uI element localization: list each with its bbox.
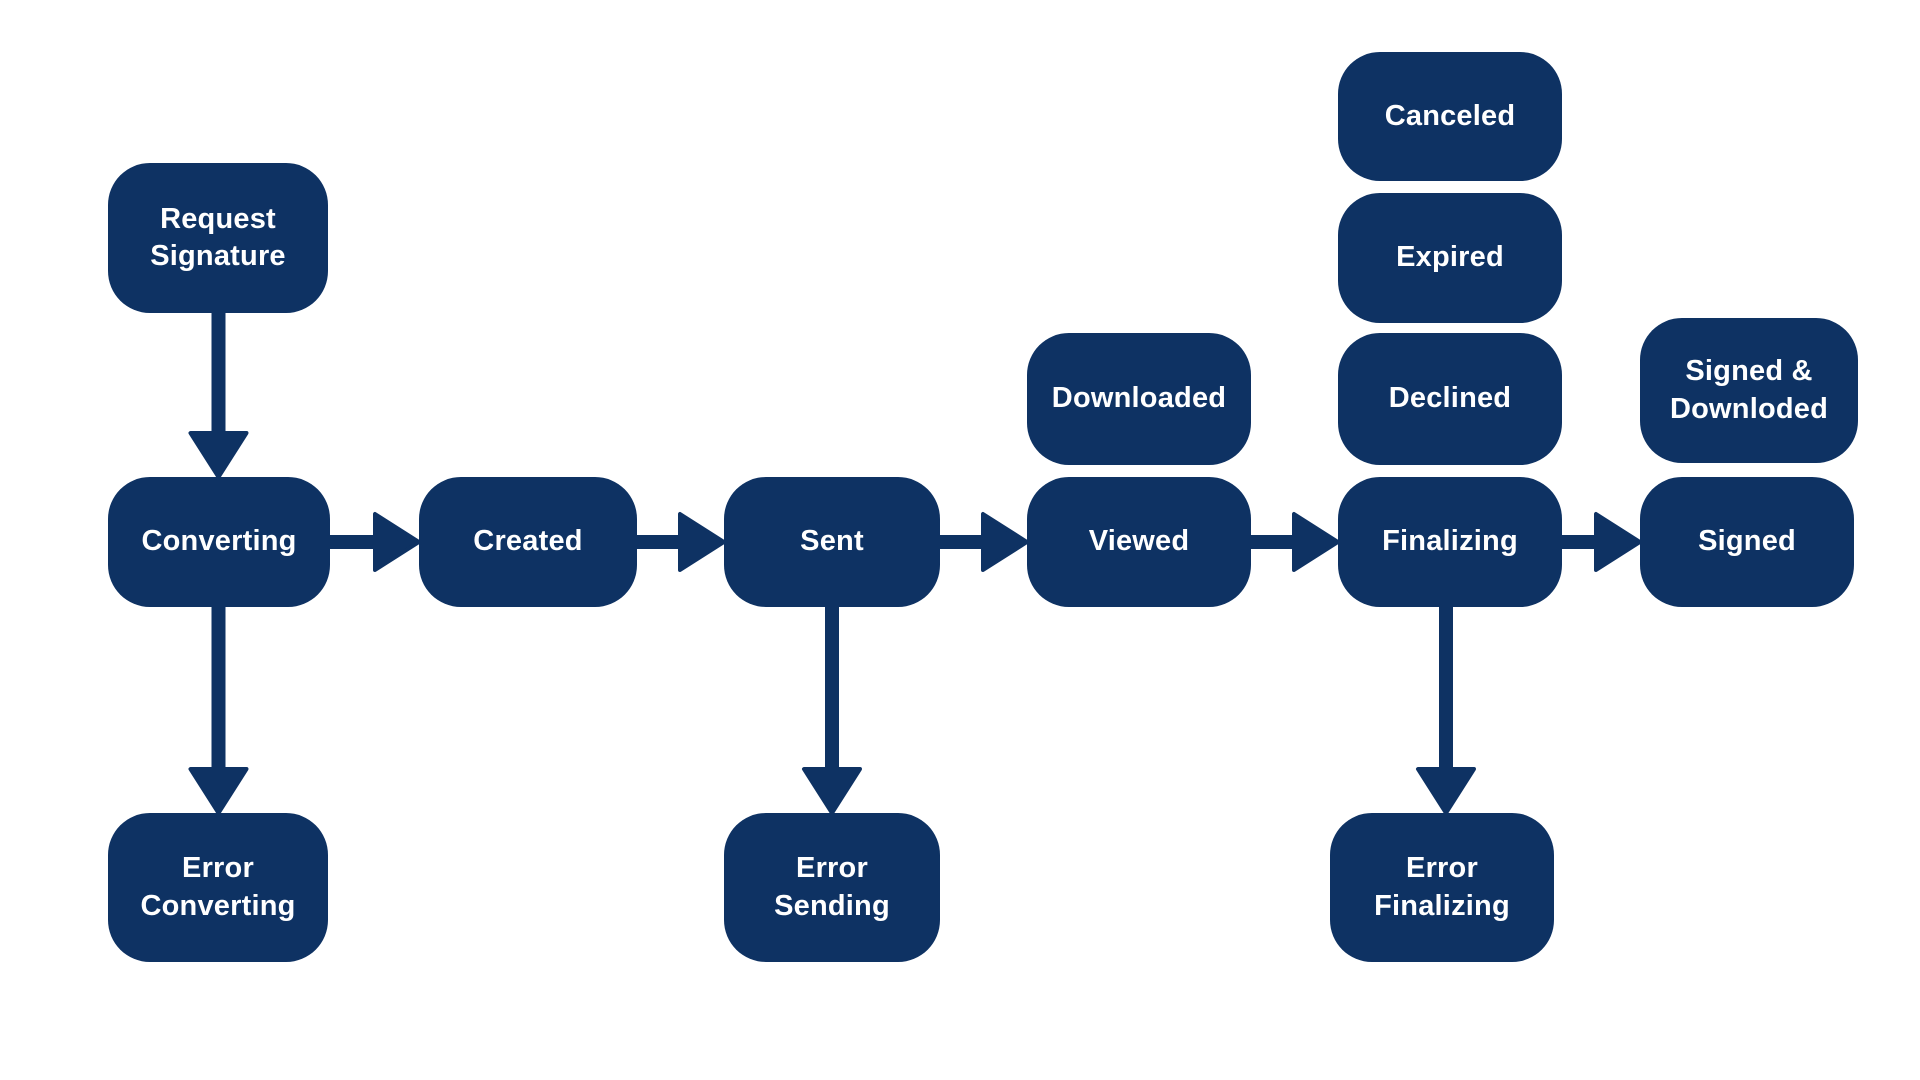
edge-viewed-finalizing	[1251, 512, 1340, 572]
node-viewed: Viewed	[1027, 477, 1251, 607]
node-finalizing: Finalizing	[1338, 477, 1562, 607]
node-downloaded: Downloaded	[1027, 333, 1251, 465]
node-signed-downloaded: Signed & Downloded	[1640, 318, 1858, 463]
node-error-converting: Error Converting	[108, 813, 328, 962]
node-request-signature: Request Signature	[108, 163, 328, 313]
node-converting: Converting	[108, 477, 330, 607]
edge-sent-error-sending	[802, 607, 862, 815]
edge-request-signature-converting	[188, 313, 249, 479]
node-error-finalizing: Error Finalizing	[1330, 813, 1554, 962]
node-declined: Declined	[1338, 333, 1562, 465]
edge-converting-created	[330, 512, 421, 572]
node-sent: Sent	[724, 477, 940, 607]
node-signed: Signed	[1640, 477, 1854, 607]
node-error-sending: Error Sending	[724, 813, 940, 962]
edge-finalizing-error-finalizing	[1416, 607, 1476, 815]
node-canceled: Canceled	[1338, 52, 1562, 181]
edge-converting-error-converting	[188, 607, 249, 815]
edge-finalizing-signed	[1562, 512, 1642, 572]
node-expired: Expired	[1338, 193, 1562, 323]
edge-created-sent	[637, 512, 726, 572]
edge-sent-viewed	[940, 512, 1029, 572]
node-created: Created	[419, 477, 637, 607]
